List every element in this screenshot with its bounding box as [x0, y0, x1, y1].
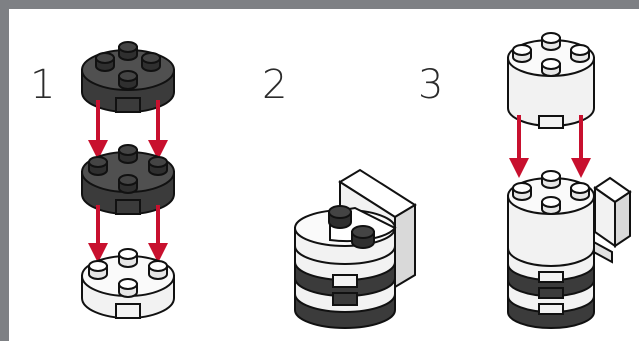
step-number-1: 1 — [30, 62, 56, 108]
round-plate-dark-icon — [81, 144, 175, 215]
step-1-illustration — [81, 41, 175, 319]
brick-stack-icon — [294, 205, 397, 329]
step-number-2: 2 — [262, 62, 288, 108]
step-3-illustration — [507, 32, 632, 329]
round-brick-white-icon — [507, 32, 595, 129]
round-plate-dark-icon — [81, 41, 175, 113]
round-plate-white-icon — [81, 248, 175, 319]
step-number-3: 3 — [418, 62, 444, 108]
brick-stack-icon — [507, 170, 595, 329]
angle-bracket-icon — [589, 176, 632, 264]
step-2-illustration — [294, 168, 417, 329]
